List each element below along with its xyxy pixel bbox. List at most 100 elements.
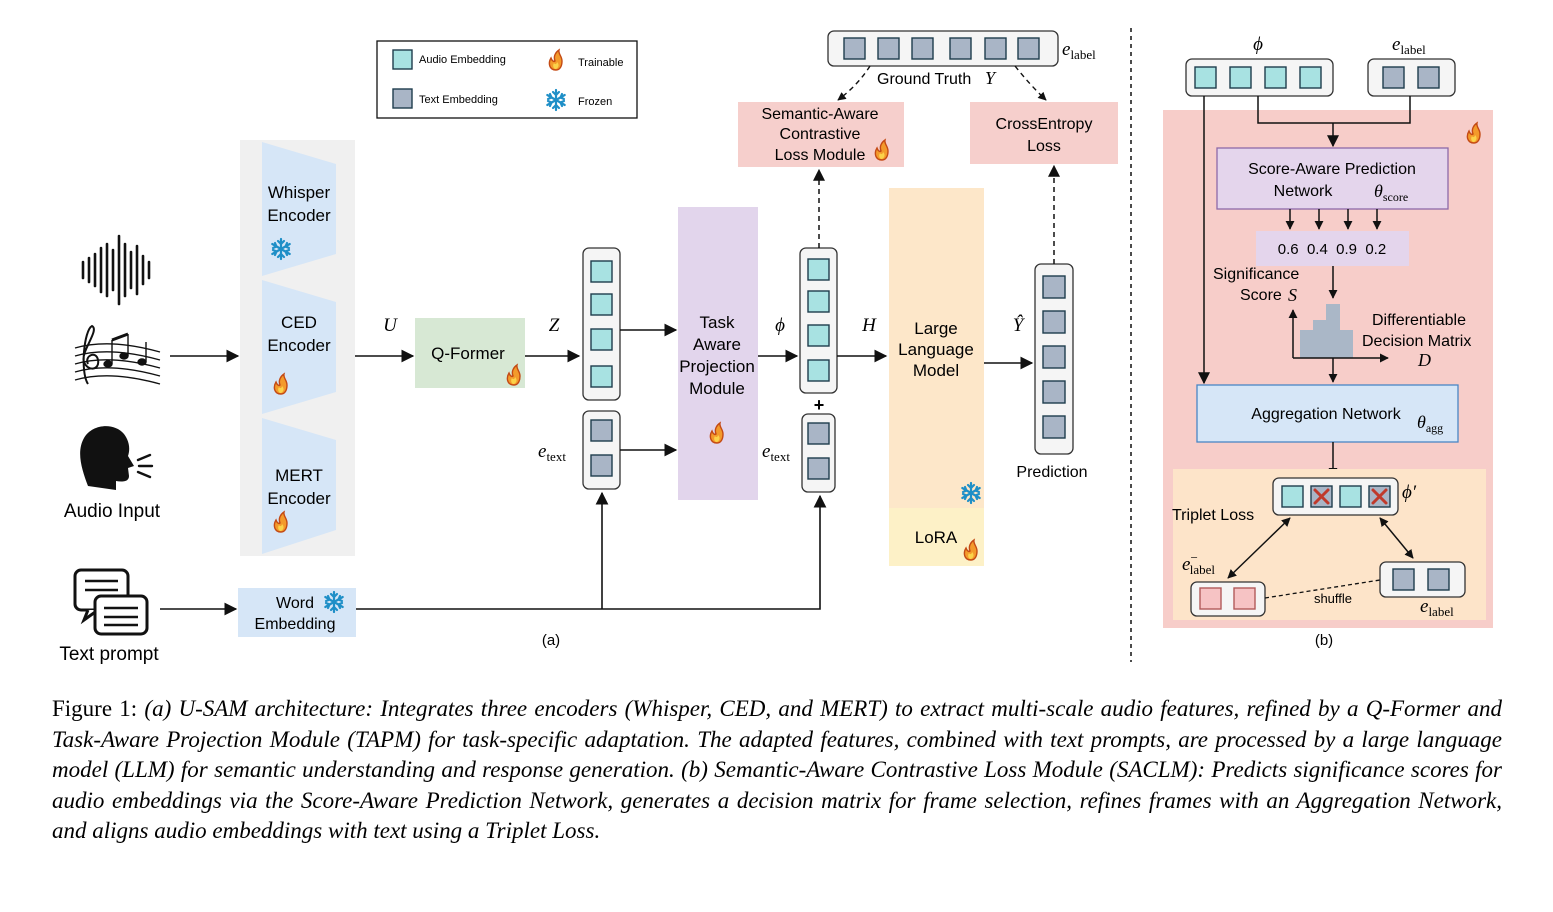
svg-text:S: S bbox=[1288, 285, 1297, 305]
architecture-figure: Audio Embedding Text Embedding Trainable… bbox=[59, 28, 1493, 665]
svg-text:Aggregation Network: Aggregation Network bbox=[1251, 406, 1401, 423]
legend-frozen: Frozen bbox=[578, 96, 612, 108]
ground-truth-embeddings bbox=[827, 30, 1059, 67]
triplet-loss-label: Triplet Loss bbox=[1172, 507, 1254, 524]
svg-text:θagg: θagg bbox=[1417, 412, 1443, 435]
e-label-negative-label: e−label bbox=[1182, 550, 1215, 577]
svg-text:Significance: Significance bbox=[1213, 266, 1299, 283]
audio-embedding-swatch bbox=[392, 49, 413, 70]
svg-text:Decision Matrix: Decision Matrix bbox=[1362, 333, 1471, 350]
mert-encoder: MERT Encoder bbox=[262, 418, 336, 554]
legend: Audio Embedding Text Embedding Trainable… bbox=[376, 40, 638, 119]
svg-text:Loss: Loss bbox=[1027, 138, 1061, 155]
legend-trainable: Trainable bbox=[578, 57, 623, 69]
h-label: H bbox=[861, 315, 877, 336]
legend-audio-embedding: Audio Embedding bbox=[419, 54, 506, 66]
svg-text:elabel: elabel bbox=[1420, 596, 1454, 619]
svg-text:D: D bbox=[1417, 350, 1431, 370]
e-label-top: elabel bbox=[1062, 39, 1096, 62]
word-embedding: Word Embedding bbox=[238, 588, 356, 637]
svg-text:Model: Model bbox=[913, 361, 959, 380]
e-text-embeddings-2 bbox=[801, 413, 836, 493]
significance-score-label: Significance Score S bbox=[1213, 266, 1299, 305]
svg-text:Ground Truth: Ground Truth bbox=[877, 71, 971, 88]
audio-input-label: Audio Input bbox=[64, 501, 161, 522]
figure-caption: Figure 1: (a) U-SAM architecture: Integr… bbox=[52, 694, 1502, 847]
q-former: Q-Former bbox=[415, 318, 525, 388]
phi-prime-label: ϕ′ bbox=[1402, 482, 1417, 503]
speaking-head-icon bbox=[80, 426, 154, 490]
e-text-label-1: etext bbox=[538, 441, 566, 464]
text-prompt-label: Text prompt bbox=[59, 644, 159, 665]
shuffle-label: shuffle bbox=[1314, 591, 1352, 606]
cross-entropy-loss: CrossEntropy Loss bbox=[970, 102, 1118, 164]
semantic-aware-contrastive-loss-module: Semantic-Aware Contrastive Loss Module bbox=[738, 102, 904, 167]
u-label: U bbox=[383, 315, 398, 336]
svg-text:CrossEntropy: CrossEntropy bbox=[996, 116, 1093, 133]
svg-text:etext: etext bbox=[538, 441, 566, 464]
svg-text:LoRA: LoRA bbox=[915, 528, 958, 547]
phi-embeddings-b bbox=[1185, 58, 1334, 97]
large-language-model: Large Language Model bbox=[889, 188, 984, 508]
text-embedding-swatch bbox=[392, 88, 413, 109]
svg-text:Encoder: Encoder bbox=[267, 489, 331, 508]
e-label-positive-label: elabel bbox=[1420, 596, 1454, 619]
ced-encoder: CED Encoder bbox=[262, 280, 336, 414]
svg-text:elabel: elabel bbox=[1392, 34, 1426, 57]
svg-text:Encoder: Encoder bbox=[267, 206, 331, 225]
z-label: Z bbox=[549, 315, 560, 336]
e-label-b-top: elabel bbox=[1392, 34, 1426, 57]
significance-scores: 0.6 0.4 0.9 0.2 bbox=[1256, 231, 1409, 266]
e-text-label-2: etext bbox=[762, 441, 790, 464]
svg-text:MERT: MERT bbox=[275, 466, 323, 485]
panel-a-label: (a) bbox=[542, 632, 560, 649]
svg-text:Language: Language bbox=[898, 340, 974, 359]
svg-text:e−label: e−label bbox=[1182, 550, 1215, 577]
e-text-embeddings bbox=[582, 410, 621, 490]
svg-text:Score-Aware Prediction: Score-Aware Prediction bbox=[1248, 161, 1416, 178]
caption-text: (a) U-SAM architecture: Integrates three… bbox=[52, 696, 1502, 843]
svg-text:Aware: Aware bbox=[693, 335, 741, 354]
e-label-positive-embeddings bbox=[1379, 561, 1466, 598]
plus-sign: + bbox=[814, 395, 825, 415]
decision-matrix-histogram bbox=[1288, 304, 1389, 363]
svg-text:Encoder: Encoder bbox=[267, 336, 331, 355]
prediction-embeddings bbox=[1034, 263, 1074, 455]
svg-text:Semantic-Aware: Semantic-Aware bbox=[761, 106, 878, 123]
svg-text:Word: Word bbox=[276, 595, 314, 612]
phi-label-b: ϕ bbox=[1253, 34, 1263, 55]
svg-text:CED: CED bbox=[281, 313, 317, 332]
score-aware-prediction-network: Score-Aware Prediction Network θscore bbox=[1216, 147, 1449, 210]
svg-text:Y: Y bbox=[985, 68, 997, 88]
waveform-icon bbox=[81, 234, 151, 306]
svg-text:Contrastive: Contrastive bbox=[780, 126, 861, 143]
e-label-embeddings-b bbox=[1367, 58, 1456, 97]
legend-text-embedding: Text Embedding bbox=[419, 94, 498, 106]
svg-text:Large: Large bbox=[914, 319, 957, 338]
svg-text:Task: Task bbox=[700, 313, 735, 332]
z-audio-embeddings bbox=[582, 247, 621, 401]
svg-text:θscore: θscore bbox=[1374, 181, 1408, 204]
prediction-label: Prediction bbox=[1016, 464, 1087, 481]
svg-text:Embedding: Embedding bbox=[255, 616, 336, 633]
decision-matrix-label: Differentiable Decision Matrix D bbox=[1362, 312, 1471, 370]
task-aware-projection-module: Task Aware Projection Module bbox=[678, 207, 758, 500]
aggregation-network: Aggregation Network θagg bbox=[1196, 384, 1459, 443]
svg-text:Q-Former: Q-Former bbox=[431, 344, 505, 363]
ground-truth-label: Ground Truth Y bbox=[877, 68, 997, 88]
e-label-negative-embeddings bbox=[1190, 581, 1266, 617]
svg-text:Projection: Projection bbox=[679, 357, 755, 376]
phi-prime-embeddings bbox=[1272, 477, 1399, 516]
svg-text:Network: Network bbox=[1274, 183, 1334, 200]
svg-text:Differentiable: Differentiable bbox=[1372, 312, 1466, 329]
svg-text:etext: etext bbox=[762, 441, 790, 464]
svg-text:Module: Module bbox=[689, 379, 745, 398]
whisper-encoder: Whisper Encoder bbox=[262, 142, 336, 276]
masked-x-icon bbox=[1313, 488, 1330, 505]
panel-b-label: (b) bbox=[1315, 632, 1333, 649]
phi-audio-embeddings bbox=[799, 247, 838, 394]
svg-text:Score: Score bbox=[1240, 287, 1282, 304]
caption-prefix: Figure 1: bbox=[52, 696, 145, 721]
masked-x-icon bbox=[1371, 488, 1388, 505]
chat-bubbles-icon bbox=[73, 568, 149, 636]
